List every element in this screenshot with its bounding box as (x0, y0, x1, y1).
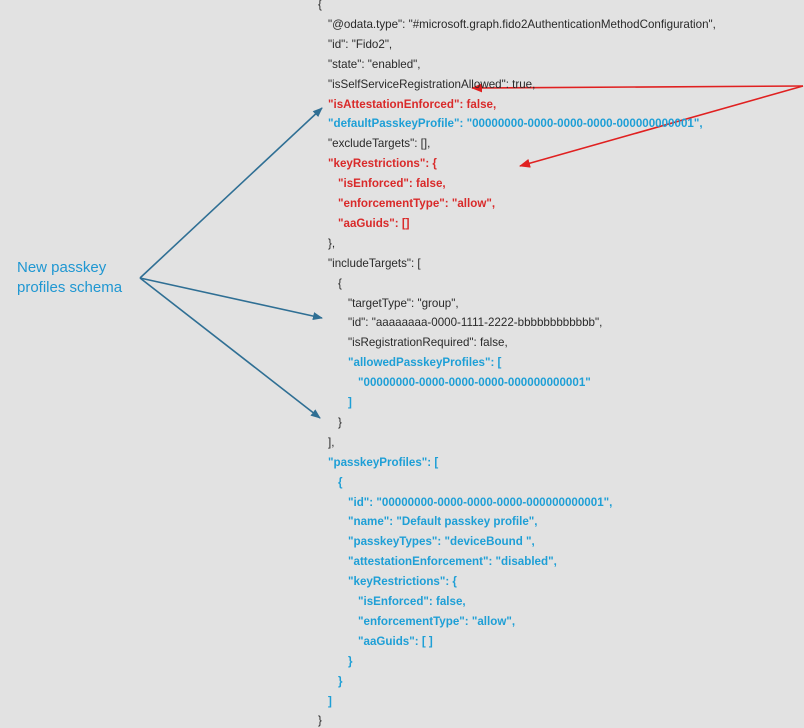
arrow-to-key-restrictions (519, 85, 804, 168)
code-line: "id": "Fido2", (328, 37, 393, 51)
code-line: "aaGuids": [] (338, 216, 410, 230)
code-line: "passkeyProfiles": [ (328, 455, 439, 469)
code-line: ] (328, 694, 332, 708)
callout-line-1: New passkey (17, 259, 107, 276)
code-line: "keyRestrictions": { (348, 575, 457, 589)
code-line: "enforcementType": "allow", (358, 614, 516, 628)
code-line: "@odata.type": "#microsoft.graph.fido2Au… (328, 17, 716, 31)
code-line: "excludeTargets": [], (328, 137, 431, 151)
code-line: ], (328, 435, 335, 449)
code-line: "id": "aaaaaaaa-0000-1111-2222-bbbbbbbbb… (348, 316, 603, 330)
code-line: } (338, 674, 343, 688)
code-line: "defaultPasskeyProfile": "00000000-0000-… (328, 117, 703, 131)
code-line: "state": "enabled", (328, 57, 421, 71)
arrow-to-allowed-passkey-profiles (139, 277, 323, 320)
code-line: }, (328, 236, 336, 250)
code-line: "keyRestrictions": { (328, 157, 437, 171)
code-line: "isAttestationEnforced": false, (328, 97, 497, 111)
code-line: "enforcementType": "allow", (338, 197, 496, 210)
code-line: } (338, 415, 342, 429)
code-line: "passkeyTypes": "deviceBound ", (348, 535, 535, 549)
code-line: "targetType": "group", (348, 296, 459, 310)
code-line: "00000000-0000-0000-0000-000000000001" (358, 376, 591, 390)
code-line: "isRegistrationRequired": false, (348, 336, 508, 350)
code-line: "id": "00000000-0000-0000-0000-000000000… (348, 495, 613, 509)
schema-callout: New passkey profiles schema (17, 258, 122, 298)
document-canvas: New passkey profiles schema { "@odata.typ… (17, 0, 804, 727)
code-line: "allowedPasskeyProfiles": [ (348, 356, 502, 370)
code-line: "isSelfServiceRegistrationAllowed": true… (328, 77, 536, 91)
callout-line-2: profiles schema (17, 279, 123, 296)
code-line: "attestationEnforcement": "disabled", (348, 555, 557, 569)
code-line: "name": "Default passkey profile", (348, 515, 538, 529)
code-line: "includeTargets": [ (328, 256, 421, 270)
annotation-arrows (139, 83, 804, 419)
arrow-to-passkey-profiles (139, 277, 321, 419)
code-line: "isEnforced": false, (358, 595, 466, 608)
code-line: } (348, 654, 353, 668)
arrow-to-is-attestation-enforced (471, 83, 804, 93)
code-line: ] (348, 396, 352, 409)
code-line: "isEnforced": false, (338, 177, 446, 191)
code-line: "aaGuids": [ ] (358, 634, 433, 648)
code-line: { (338, 276, 342, 290)
code-line: { (338, 475, 343, 489)
code-line: { (318, 0, 322, 11)
code-line: } (318, 714, 322, 728)
arrow-to-default-passkey-profile (139, 107, 323, 279)
